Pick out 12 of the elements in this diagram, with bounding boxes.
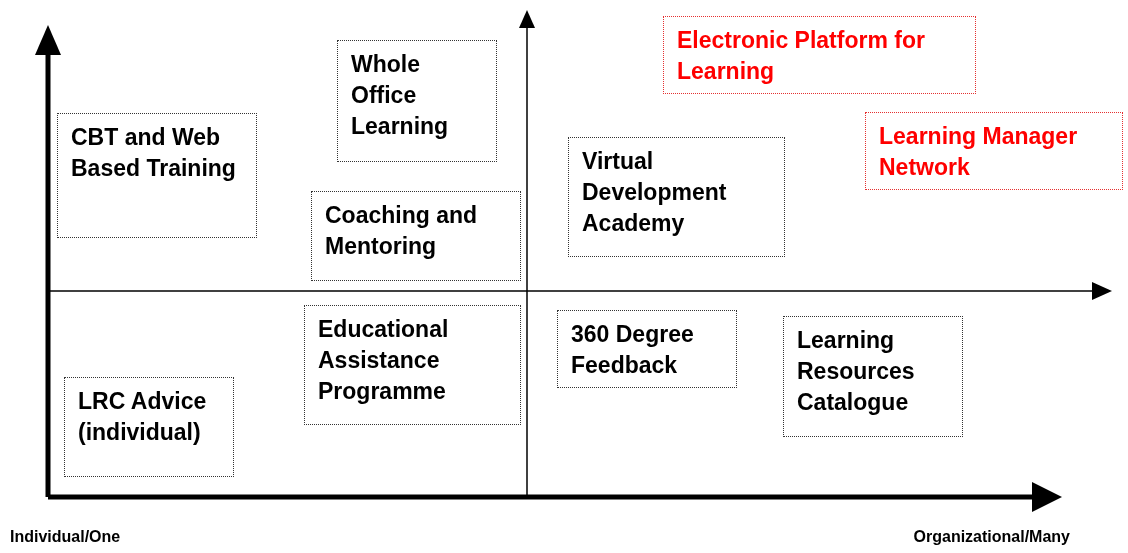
text-box: 360 Degree Feedback [557, 310, 737, 388]
text-box: Learning Manager Network [865, 112, 1123, 190]
text-box: LRC Advice (individual) [64, 377, 234, 477]
text-box: Virtual Development Academy [568, 137, 785, 257]
text-box: Whole Office Learning [337, 40, 497, 162]
text-box: Learning Resources Catalogue [783, 316, 963, 437]
axis-label: Organizational/Many [913, 528, 1070, 546]
axis-label: Individual/One [10, 528, 121, 546]
text-box: Electronic Platform for Learning [663, 16, 976, 94]
text-box: Educational Assistance Programme [304, 305, 521, 425]
text-box: Coaching and Mentoring [311, 191, 521, 281]
text-box: CBT and Web Based Training [57, 113, 257, 238]
